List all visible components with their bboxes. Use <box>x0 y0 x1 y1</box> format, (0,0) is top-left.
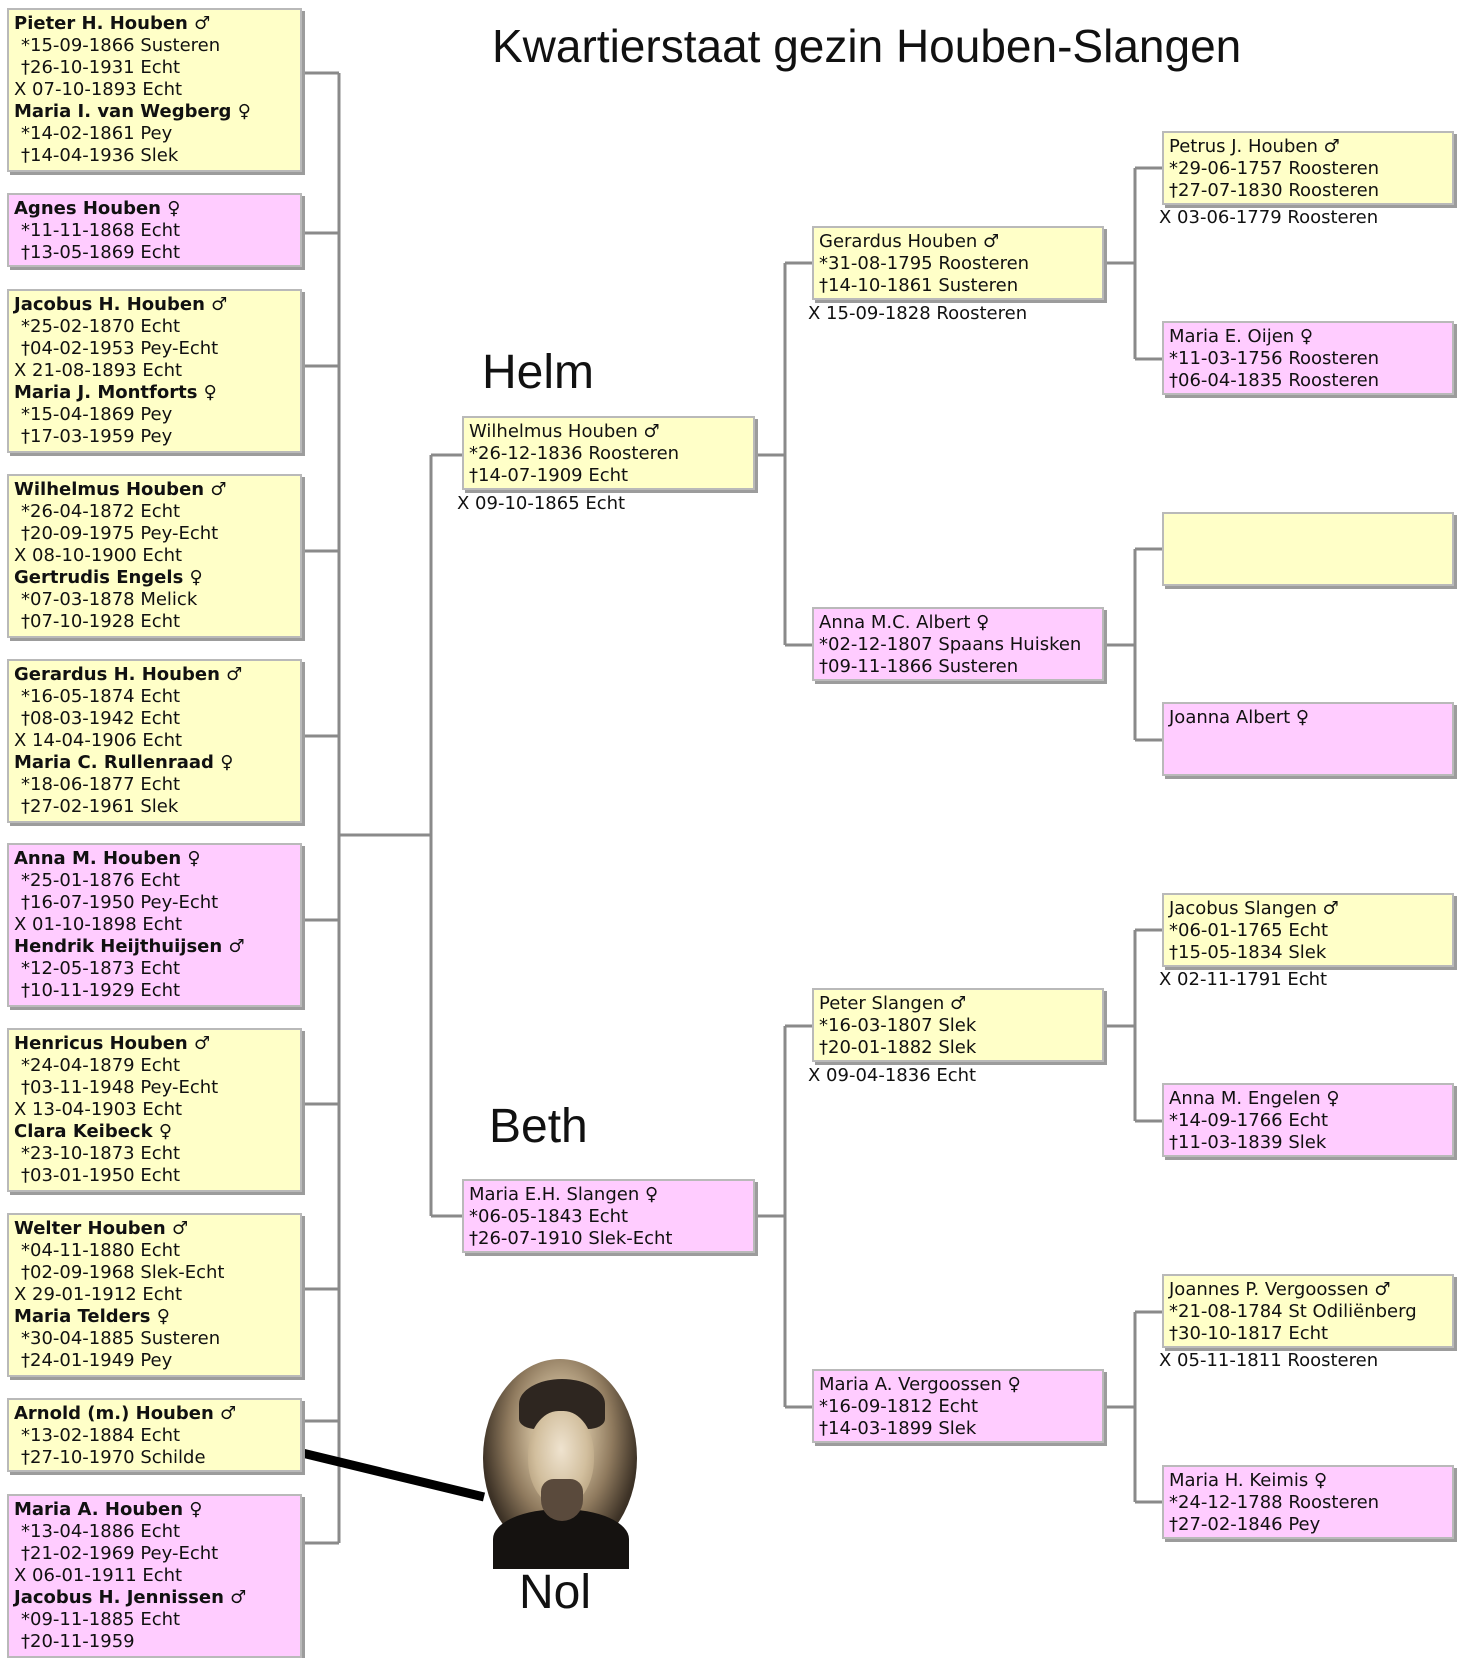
grandparent-box: Anna M.C. Albert ♀ *02-12-1807 Spaans Hu… <box>812 607 1104 681</box>
child-box: Agnes Houben ♀ *11-11-1868 Echt †13-05-1… <box>7 193 302 267</box>
marriage-date: X 09-04-1836 Echt <box>808 1065 977 1086</box>
father-label: Helm <box>482 346 595 399</box>
marriage-date: X 09-10-1865 Echt <box>457 493 626 514</box>
marriage-date: X 15-09-1828 Roosteren <box>808 303 1028 324</box>
great-grandparent-box: Anna M. Engelen ♀ *14-09-1766 Echt †11-0… <box>1162 1083 1454 1157</box>
great-grandparent-box: Maria H. Keimis ♀ *24-12-1788 Roosteren … <box>1162 1465 1454 1539</box>
child-box: Jacobus H. Houben ♂ *25-02-1870 Echt †04… <box>7 289 302 453</box>
great-grandparent-box: Jacobus Slangen ♂ *06-01-1765 Echt †15-0… <box>1162 893 1454 967</box>
grandparent-box: Gerardus Houben ♂ *31-08-1795 Roosteren … <box>812 226 1104 300</box>
child-box: Wilhelmus Houben ♂ *26-04-1872 Echt †20-… <box>7 474 302 638</box>
father-box: Wilhelmus Houben ♂ *26-12-1836 Roosteren… <box>462 416 755 490</box>
marriage-date: X 03-06-1779 Roosteren <box>1159 207 1379 228</box>
chart-title: Kwartierstaat gezin Houben-Slangen <box>492 20 1242 72</box>
grandparent-box: Peter Slangen ♂ *16-03-1807 Slek †20-01-… <box>812 988 1104 1062</box>
child-box: Welter Houben ♂ *04-11-1880 Echt †02-09-… <box>7 1213 302 1377</box>
child-box: Maria A. Houben ♀ *13-04-1886 Echt †21-0… <box>7 1494 302 1658</box>
photo-label: Nol <box>519 1566 592 1619</box>
portrait-photo <box>483 1359 637 1569</box>
child-box: Gerardus H. Houben ♂ *16-05-1874 Echt †0… <box>7 659 302 823</box>
child-box: Henricus Houben ♂ *24-04-1879 Echt †03-1… <box>7 1028 302 1192</box>
grandparent-box: Maria A. Vergoossen ♀ *16-09-1812 Echt †… <box>812 1369 1104 1443</box>
great-grandparent-box: Joanna Albert ♀ <box>1162 702 1454 776</box>
mother-box: Maria E.H. Slangen ♀ *06-05-1843 Echt †2… <box>462 1179 755 1253</box>
child-box: Pieter H. Houben ♂ *15-09-1866 Susteren … <box>7 8 302 172</box>
marriage-date: X 05-11-1811 Roosteren <box>1159 1350 1379 1371</box>
marriage-date: X 02-11-1791 Echt <box>1159 969 1328 990</box>
great-grandparent-box: Maria E. Oijen ♀ *11-03-1756 Roosteren †… <box>1162 321 1454 395</box>
child-box: Anna M. Houben ♀ *25-01-1876 Echt †16-07… <box>7 843 302 1007</box>
child-box: Arnold (m.) Houben ♂ *13-02-1884 Echt †2… <box>7 1398 302 1472</box>
mother-label: Beth <box>489 1100 588 1153</box>
great-grandparent-box-empty <box>1162 512 1454 586</box>
great-grandparent-box: Joannes P. Vergoossen ♂ *21-08-1784 St O… <box>1162 1274 1454 1348</box>
great-grandparent-box: Petrus J. Houben ♂ *29-06-1757 Roosteren… <box>1162 131 1454 205</box>
